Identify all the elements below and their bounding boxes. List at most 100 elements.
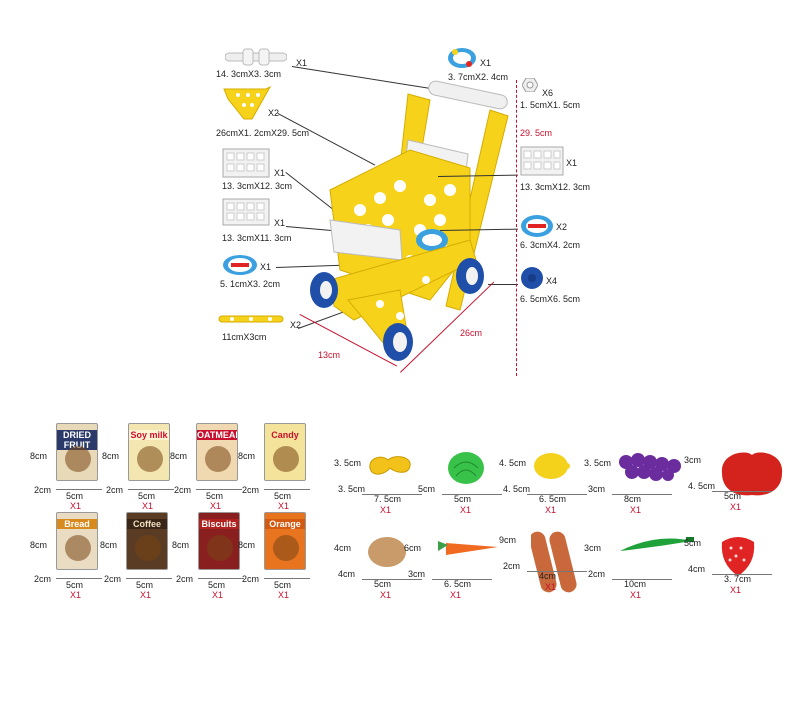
- food-dimension-line: [527, 494, 587, 495]
- food-width: 4cm: [539, 571, 557, 581]
- handle-part-icon: [224, 47, 288, 67]
- cart-diagram: X1 14. 3cmX3. 3cm X1 3. 7cmX2. 4cm X6 1.…: [216, 47, 590, 376]
- food-height: 4. 5cm: [499, 458, 527, 468]
- food-box-depth: 2cm: [104, 574, 122, 584]
- axle-qty: X2: [290, 320, 302, 330]
- food-box-qty: X1: [70, 590, 82, 600]
- food-box-picture: [273, 535, 299, 561]
- food-height: 3cm: [684, 455, 702, 465]
- lemon-icon: [531, 450, 571, 487]
- food-box-width: 5cm: [274, 491, 292, 501]
- food-depth: 4. 5cm: [503, 484, 531, 494]
- wheel-size: 6. 5cmX6. 5cm: [520, 294, 581, 304]
- food-box-height: 8cm: [100, 540, 118, 550]
- food-height: 3cm: [584, 543, 602, 553]
- badge-shopping-cart-icon: [520, 214, 554, 238]
- food-box-height: 8cm: [30, 451, 48, 461]
- food-box-qty: X1: [278, 501, 290, 511]
- badge-top-qty: X1: [480, 58, 492, 68]
- food-width: 10cm: [624, 579, 647, 589]
- badge-go-size: 5. 1cmX3. 2cm: [220, 279, 281, 289]
- panel-front-size: 13. 3cmX12. 3cm: [222, 181, 293, 191]
- food-box-picture: [205, 446, 231, 472]
- food-box-depth: 2cm: [242, 485, 260, 495]
- food-dimension-line: [442, 494, 502, 495]
- height-label: 29. 5cm: [520, 128, 553, 138]
- food-box-image: Orange: [264, 512, 306, 570]
- panel-bottom-qty: X1: [274, 218, 286, 228]
- food-qty: X1: [545, 505, 557, 515]
- peanut-icon: [366, 450, 416, 483]
- food-box-dimension-line: [126, 578, 172, 579]
- panel-bottom-size: 13. 3cmX11. 3cm: [222, 233, 292, 243]
- food-box-title: Bread: [57, 519, 97, 529]
- food-width: 6. 5cm: [444, 579, 472, 589]
- food-depth: 4cm: [688, 564, 706, 574]
- food-dimension-line: [612, 579, 672, 580]
- food-box-picture: [137, 446, 163, 472]
- food-box-image: Soy milk: [128, 423, 170, 481]
- panel-bottom-icon: [222, 198, 270, 226]
- food-dimension-line: [612, 494, 672, 495]
- food-box-height: 8cm: [102, 451, 120, 461]
- food-box-dimension-line: [56, 578, 102, 579]
- food-box-picture: [207, 535, 233, 561]
- food-box-picture: [273, 446, 299, 472]
- pepper-icon: [616, 535, 696, 562]
- food-box-dimension-line: [128, 489, 174, 490]
- food-box-picture: [135, 535, 161, 561]
- food-box-title: Orange: [265, 519, 305, 529]
- food-width: 3. 7cm: [724, 574, 752, 584]
- handle-size: 14. 3cmX3. 3cm: [216, 69, 282, 79]
- nut-icon: [521, 77, 539, 93]
- panel-front-qty: X1: [274, 168, 286, 178]
- food-box-qty: X1: [212, 590, 224, 600]
- food-box-height: 8cm: [170, 451, 188, 461]
- food-box-image: Biscuits: [198, 512, 240, 570]
- food-width: 6. 5cm: [539, 494, 567, 504]
- food-box-dimension-line: [196, 489, 242, 490]
- badge-top-size: 3. 7cmX2. 4cm: [448, 72, 509, 82]
- nut-qty: X6: [542, 88, 554, 98]
- badge-go-qty: X1: [260, 262, 272, 272]
- food-box-depth: 2cm: [34, 485, 52, 495]
- food-box-title: Coffee: [127, 519, 167, 529]
- food-box-width: 5cm: [274, 580, 292, 590]
- food-box-title: Biscuits: [199, 519, 239, 529]
- food-dimension-line: [527, 571, 587, 572]
- food-width: 8cm: [624, 494, 642, 504]
- food-box-title: OATMEAL: [197, 430, 238, 440]
- food-width: 7. 5cm: [374, 494, 402, 504]
- badge-top-icon: [447, 47, 477, 69]
- food-qty: X1: [730, 585, 742, 595]
- food-width: 5cm: [454, 494, 472, 504]
- food-box-height: 8cm: [30, 540, 48, 550]
- food-depth: 3cm: [408, 569, 426, 579]
- food-box-qty: X1: [210, 501, 222, 511]
- carrot-icon: [436, 535, 502, 564]
- food-box-depth: 2cm: [106, 485, 124, 495]
- food-height: 6cm: [404, 543, 422, 553]
- food-qty: X1: [545, 582, 557, 592]
- food-depth: 2cm: [503, 561, 521, 571]
- food-box-image: OATMEAL: [196, 423, 238, 481]
- food-height: 3. 5cm: [334, 458, 362, 468]
- food-depth: 3cm: [588, 484, 606, 494]
- food-width: 5cm: [724, 491, 742, 501]
- wheel-icon: [520, 266, 544, 290]
- food-qty: X1: [460, 505, 472, 515]
- food-box-title: Soy milk: [129, 430, 169, 440]
- tomato-icon: [716, 447, 786, 504]
- food-height: 5cm: [684, 538, 702, 548]
- food-box-qty: X1: [278, 590, 290, 600]
- food-qty: X1: [380, 505, 392, 515]
- food-dimension-line: [432, 579, 492, 580]
